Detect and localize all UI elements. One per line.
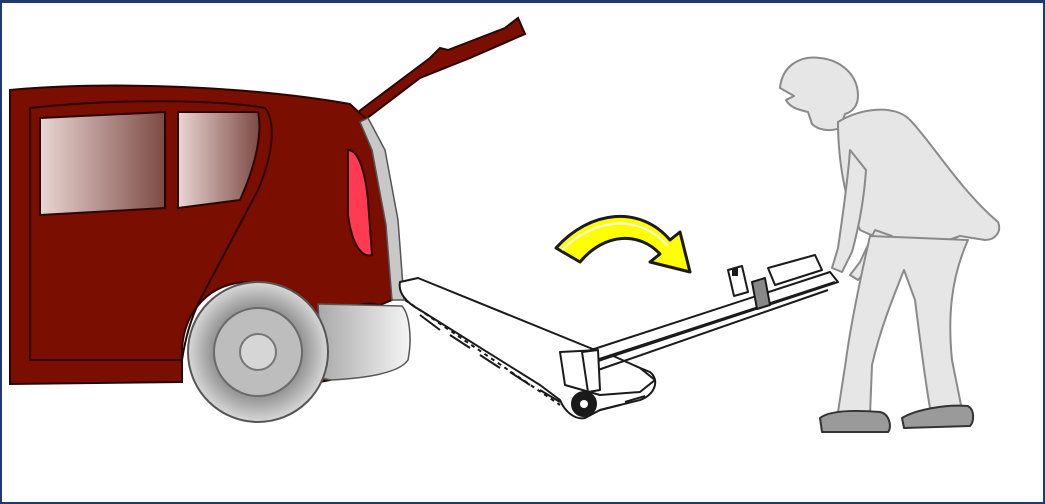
person-shoe-right <box>902 406 973 428</box>
rear-bumper <box>318 304 410 380</box>
person-arm <box>832 150 866 272</box>
handle-bar <box>585 272 838 362</box>
rear-wheel <box>188 282 328 422</box>
rotate-arrow-icon <box>556 216 690 272</box>
person-legs <box>838 236 968 415</box>
car-tailgate <box>350 18 525 122</box>
stair-climber-device <box>400 255 838 418</box>
car-illustration <box>10 18 525 422</box>
person-illustration <box>780 58 999 432</box>
person-shoe-left <box>820 411 890 432</box>
car-window-front <box>40 112 165 215</box>
